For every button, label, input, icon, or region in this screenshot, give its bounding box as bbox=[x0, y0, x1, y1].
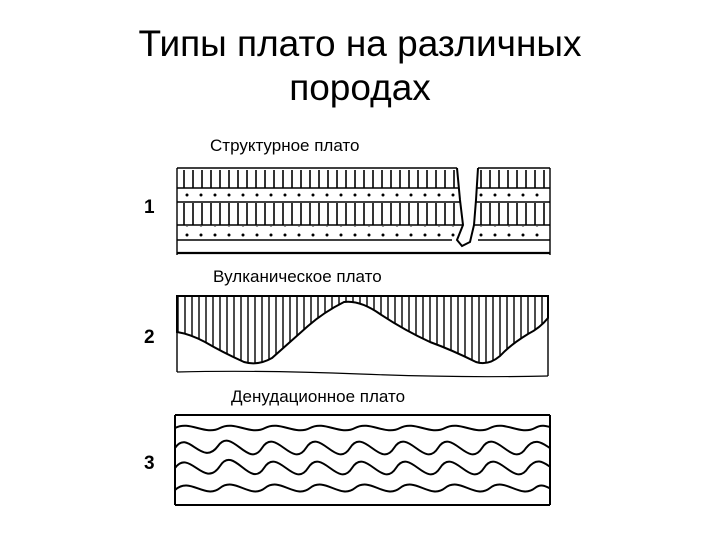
panel-volcanic: Вулканическое плато 2 bbox=[144, 267, 548, 377]
panel-1-caption: Структурное плато bbox=[210, 136, 359, 155]
panel-3-caption: Денудационное плато bbox=[231, 387, 405, 406]
panel-denudation: Денудационное плато 3 bbox=[144, 387, 560, 505]
panel-1-number: 1 bbox=[144, 197, 155, 218]
folded-layers bbox=[175, 426, 560, 492]
panel-structural: Структурное плато 1 bbox=[144, 136, 560, 255]
panel-1-strata bbox=[177, 168, 560, 255]
panel-2-caption: Вулканическое плато bbox=[213, 267, 382, 286]
lava-sheet bbox=[177, 296, 548, 363]
panel-2-number: 2 bbox=[144, 327, 155, 348]
panel-3-number: 3 bbox=[144, 453, 155, 474]
